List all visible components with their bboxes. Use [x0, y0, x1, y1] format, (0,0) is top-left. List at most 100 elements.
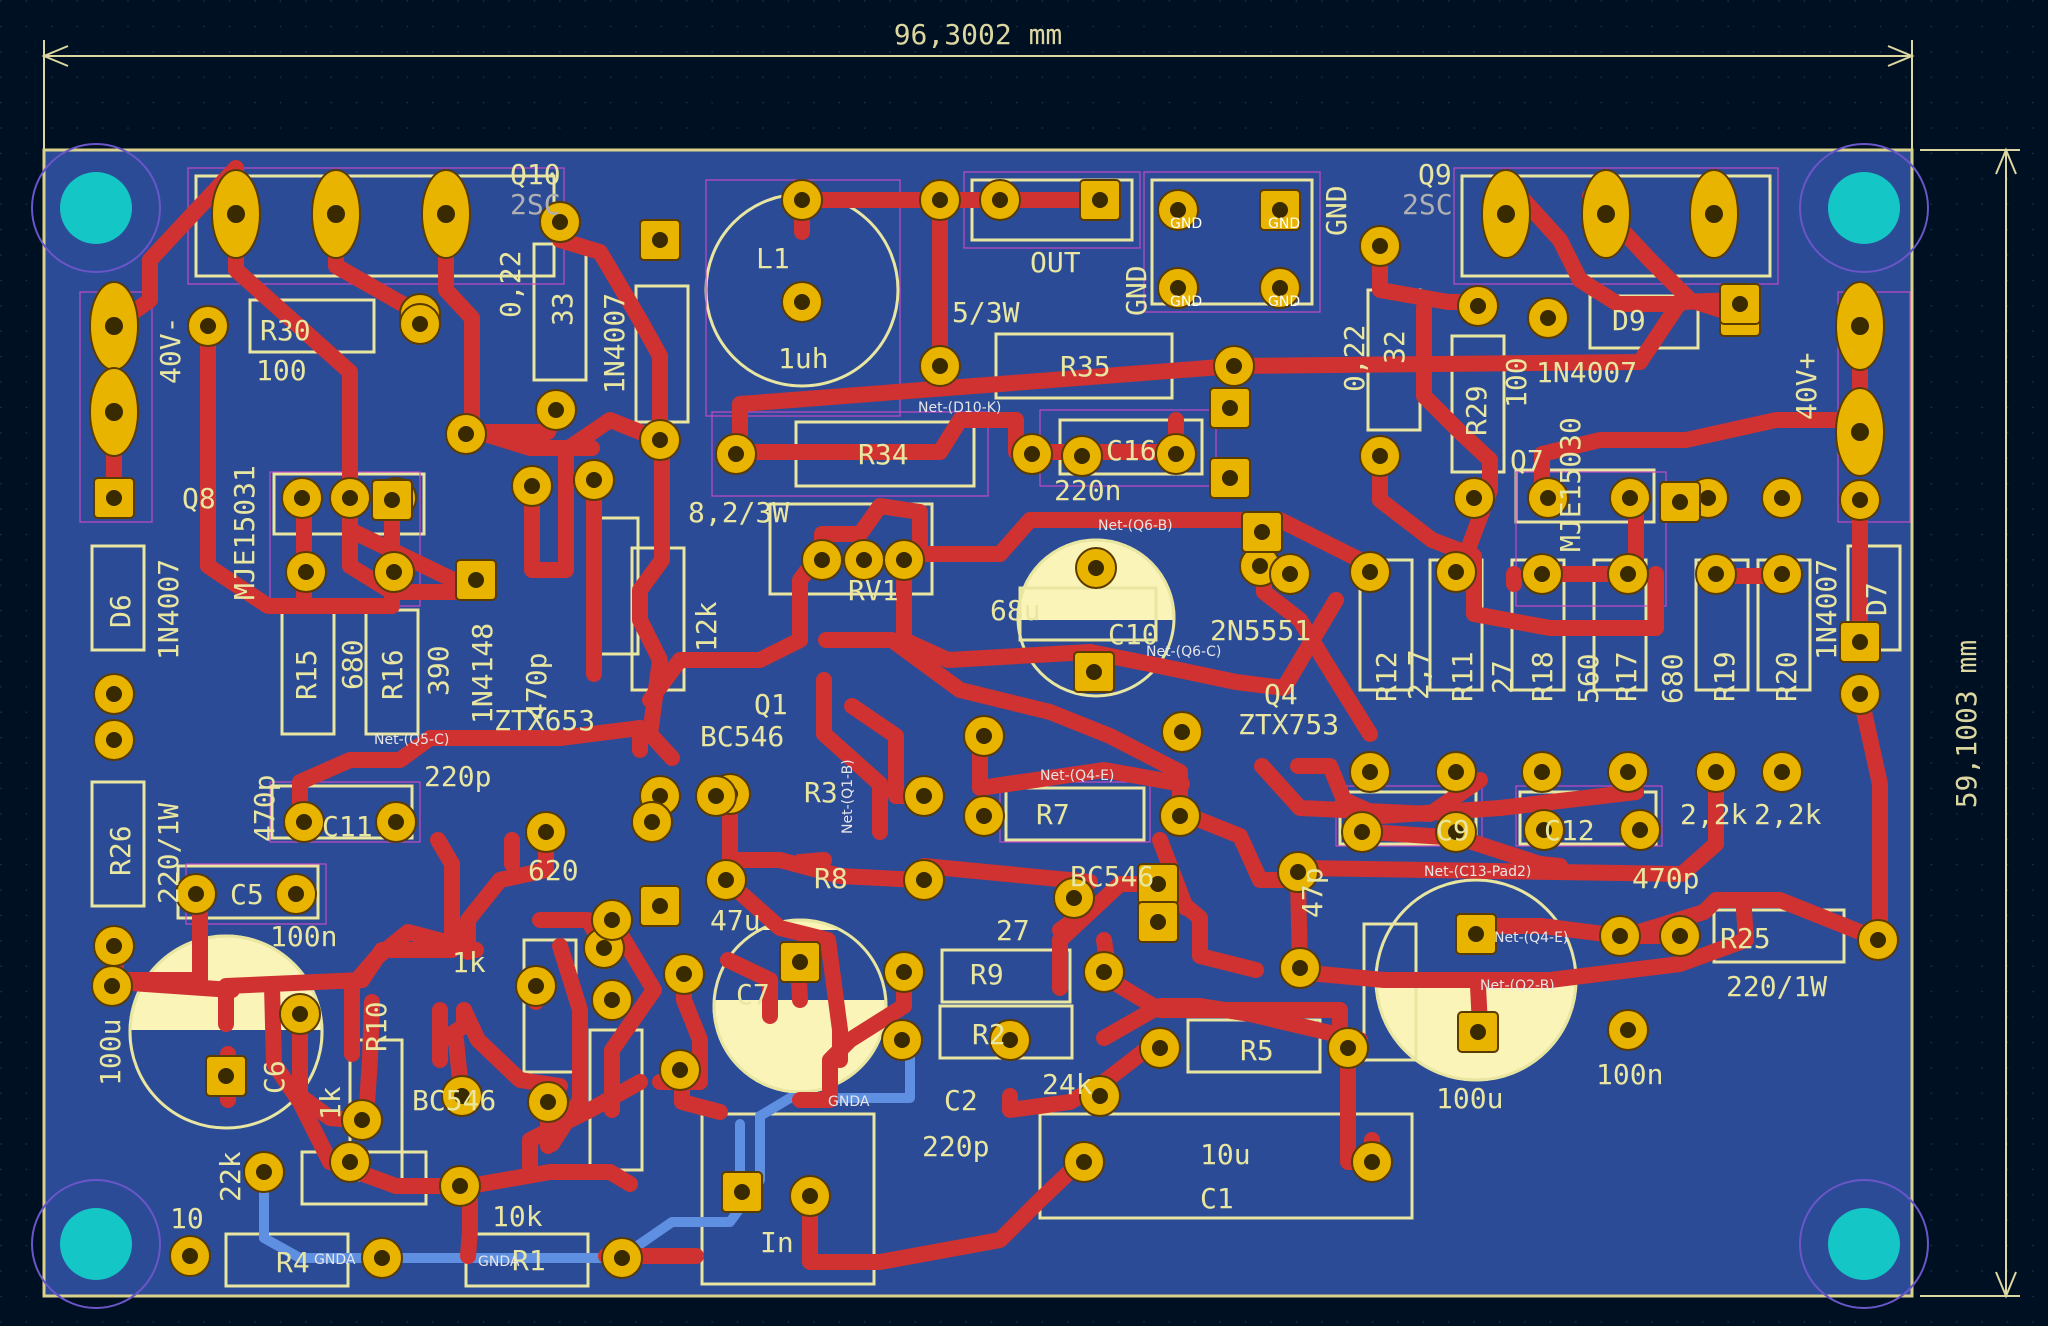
pad-drill-hole: [1540, 310, 1556, 326]
pad-drill-hole: [604, 912, 620, 928]
pad-drill-hole: [1152, 1040, 1168, 1056]
val-r2: 24k: [1042, 1068, 1093, 1101]
label-40v-plus: 40V+: [1790, 353, 1823, 420]
ref-c2: C2: [944, 1084, 978, 1117]
pad-drill-hole: [1774, 490, 1790, 506]
pad-drill-hole: [454, 1088, 470, 1104]
pad-drill-hole: [1536, 822, 1552, 838]
pad-drill-hole: [728, 446, 744, 462]
label-gnd-1: GND: [1320, 185, 1353, 236]
pad-drill-hole: [1620, 566, 1636, 582]
pad-drill-hole: [1448, 564, 1464, 580]
pad-drill-hole: [896, 552, 912, 568]
val-c13: 100u: [1436, 1082, 1503, 1115]
pad-drill-hole: [1364, 1154, 1380, 1170]
pad-drill-hole: [388, 814, 404, 830]
val-d7: 1N4007: [1810, 559, 1843, 660]
pad-drill-hole: [708, 788, 724, 804]
val-c7: 47u: [710, 904, 761, 937]
label-out: OUT: [1030, 246, 1081, 279]
pad-drill-hole: [292, 1006, 308, 1022]
pad-drill-hole: [1497, 205, 1515, 223]
pad-drill-hole: [188, 886, 204, 902]
pad-drill-hole: [1870, 932, 1886, 948]
ref-r30: R30: [260, 314, 311, 347]
pad-drill-hole: [105, 317, 123, 335]
gnd-pad-4: GND: [1268, 294, 1300, 310]
pad-drill-hole: [916, 788, 932, 804]
val-c5: 100n: [270, 920, 337, 953]
ref-r20: R20: [1770, 651, 1803, 702]
pad-drill-hole: [1372, 448, 1388, 464]
pad-drill-hole: [1448, 824, 1464, 840]
mount-hole-bl: [60, 1208, 132, 1280]
ref-r7: R7: [1036, 798, 1070, 831]
gnd-pad-3: GND: [1170, 294, 1202, 310]
pad-drill-hole: [1362, 764, 1378, 780]
pad-drill-hole: [1852, 492, 1868, 508]
ref-r35: R35: [1060, 350, 1111, 383]
pad-drill-hole: [1372, 238, 1388, 254]
ref-r8: R8: [814, 862, 848, 895]
pad-drill-hole: [1852, 686, 1868, 702]
width-dimension: [41, 40, 1915, 150]
ref-r29: R29: [1460, 385, 1493, 436]
val-c47p: 47p: [1296, 867, 1329, 918]
val-q9: 2SC: [1402, 188, 1453, 221]
val-r12k: 12k: [690, 601, 723, 652]
ref-r11: R11: [1446, 651, 1479, 702]
pad-drill-hole: [1024, 446, 1040, 462]
pad-drill-hole: [1066, 890, 1082, 906]
ref-rv1: RV1: [848, 574, 899, 607]
pad-drill-hole: [916, 872, 932, 888]
pad-drill-hole: [1672, 928, 1688, 944]
pad-drill-hole: [386, 564, 402, 580]
ref-q8: Q8: [182, 482, 216, 515]
pad-drill-hole: [1002, 1032, 1018, 1048]
net-q5-c: Net-(Q5-C): [374, 732, 449, 748]
val-r34: 8,2/3W: [688, 496, 789, 529]
pad-drill-hole: [1168, 446, 1184, 462]
val-r26: 220/1W: [152, 803, 185, 904]
val-c1: 10u: [1200, 1138, 1251, 1171]
pad-drill-hole: [1150, 876, 1166, 892]
val-r9: 27: [996, 914, 1030, 947]
pad-drill-hole: [468, 572, 484, 588]
pad-drill-hole: [1076, 1154, 1092, 1170]
val-c10: 68u: [990, 594, 1041, 627]
pad-drill-hole: [1272, 202, 1288, 218]
pad-drill-hole: [1172, 808, 1188, 824]
pad-drill-hole: [1534, 764, 1550, 780]
ref-c7: C7: [736, 978, 770, 1011]
pad-drill-hole: [856, 552, 872, 568]
val-c6: 100u: [94, 1019, 127, 1086]
net-q4-e: Net-(Q4-E): [1040, 768, 1114, 784]
pad-drill-hole: [644, 814, 660, 830]
pad-drill-hole: [1362, 564, 1378, 580]
pad-drill-hole: [104, 978, 120, 994]
pad-drill-hole: [1290, 864, 1306, 880]
pad-drill-hole: [1620, 1022, 1636, 1038]
val-c11: 470p: [248, 775, 281, 842]
pad-drill-hole: [676, 966, 692, 982]
mount-hole-br: [1828, 1208, 1900, 1280]
pad-drill-hole: [182, 1248, 198, 1264]
net-q4-e-2: Net-(Q4-E): [1494, 930, 1568, 946]
val-q10: 2SC: [510, 188, 561, 221]
ref-q7: Q7: [1510, 444, 1544, 477]
ref-r2: R2: [972, 1018, 1006, 1051]
gnd-pad-labels: GND GND GND GND: [1170, 216, 1300, 310]
ref-r19: R19: [1708, 651, 1741, 702]
val-l1: 1uh: [778, 342, 829, 375]
ref-r34: R34: [858, 438, 909, 471]
val-d6: 1N4007: [152, 559, 185, 660]
pad-drill-hole: [1851, 423, 1869, 441]
pad-drill-hole: [1272, 280, 1288, 296]
pad-drill-hole: [794, 294, 810, 310]
pad-drill-hole: [412, 316, 428, 332]
val-c100n: 100n: [1596, 1058, 1663, 1091]
val-r19: 2,2k: [1680, 798, 1748, 831]
net-q6-b: Net-(Q6-B): [1098, 518, 1173, 534]
pad-drill-hole: [976, 728, 992, 744]
